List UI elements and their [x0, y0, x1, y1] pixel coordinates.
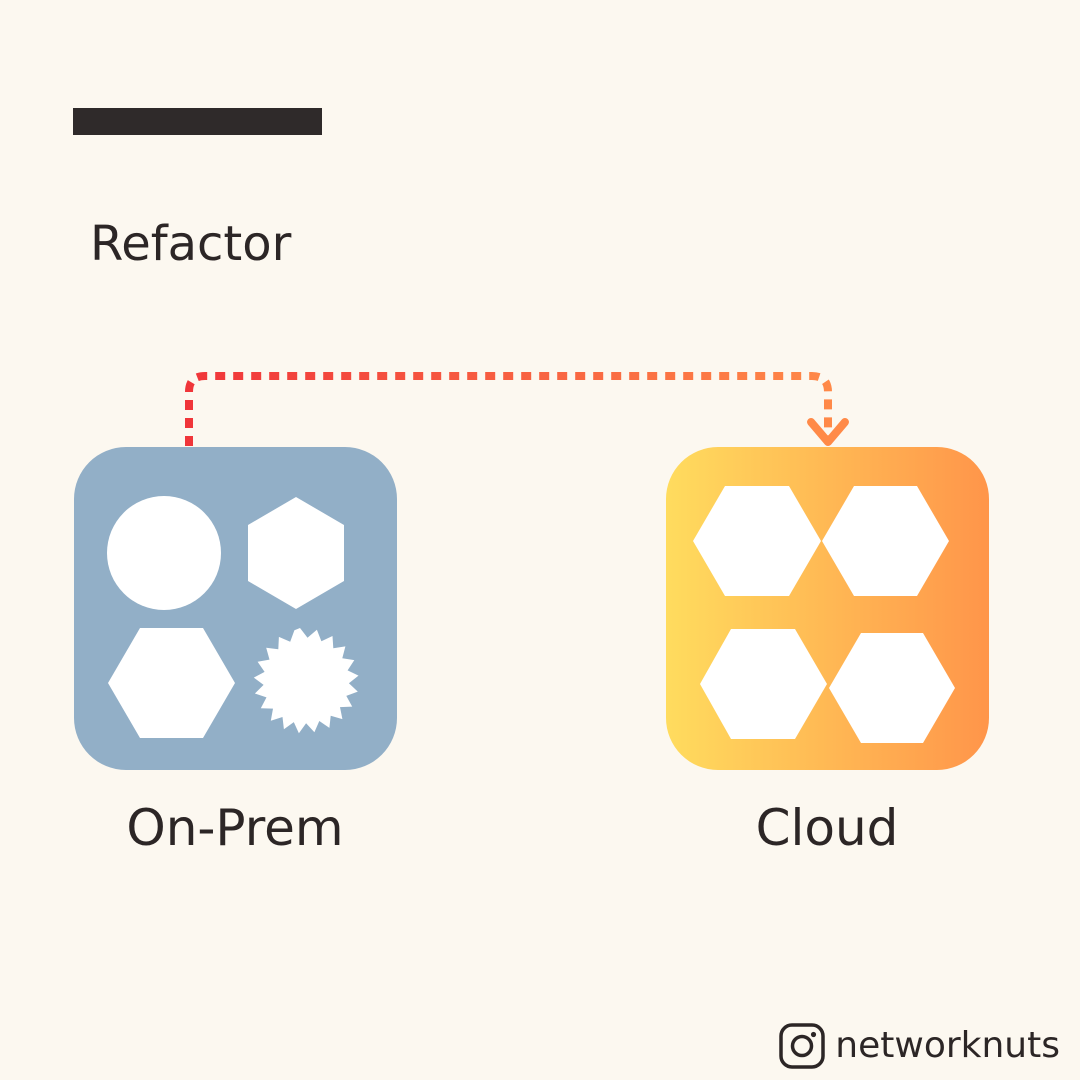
migration-arrow-head: [807, 418, 849, 446]
onprem-box: [74, 447, 397, 770]
hexagon-shape: [693, 486, 821, 596]
circle-shape: [107, 496, 221, 610]
hexagon-shape: [822, 486, 949, 596]
footer: networknuts: [777, 1018, 1060, 1074]
onprem-label: On-Prem: [126, 799, 344, 857]
hexagon-shape: [829, 633, 955, 743]
hexagon-shape: [700, 629, 827, 739]
cloud-label: Cloud: [755, 799, 899, 857]
hexagon-shape: [248, 497, 344, 609]
cloud-box: [666, 447, 989, 770]
footer-handle[interactable]: networknuts: [835, 1025, 1060, 1066]
starburst-shape: [253, 628, 359, 734]
hexagon-shape-flat: [108, 628, 235, 738]
migration-arrow-line: [185, 372, 832, 446]
heading: Refactor: [90, 216, 292, 272]
instagram-icon[interactable]: [777, 1021, 827, 1071]
title-bar: [73, 108, 322, 135]
